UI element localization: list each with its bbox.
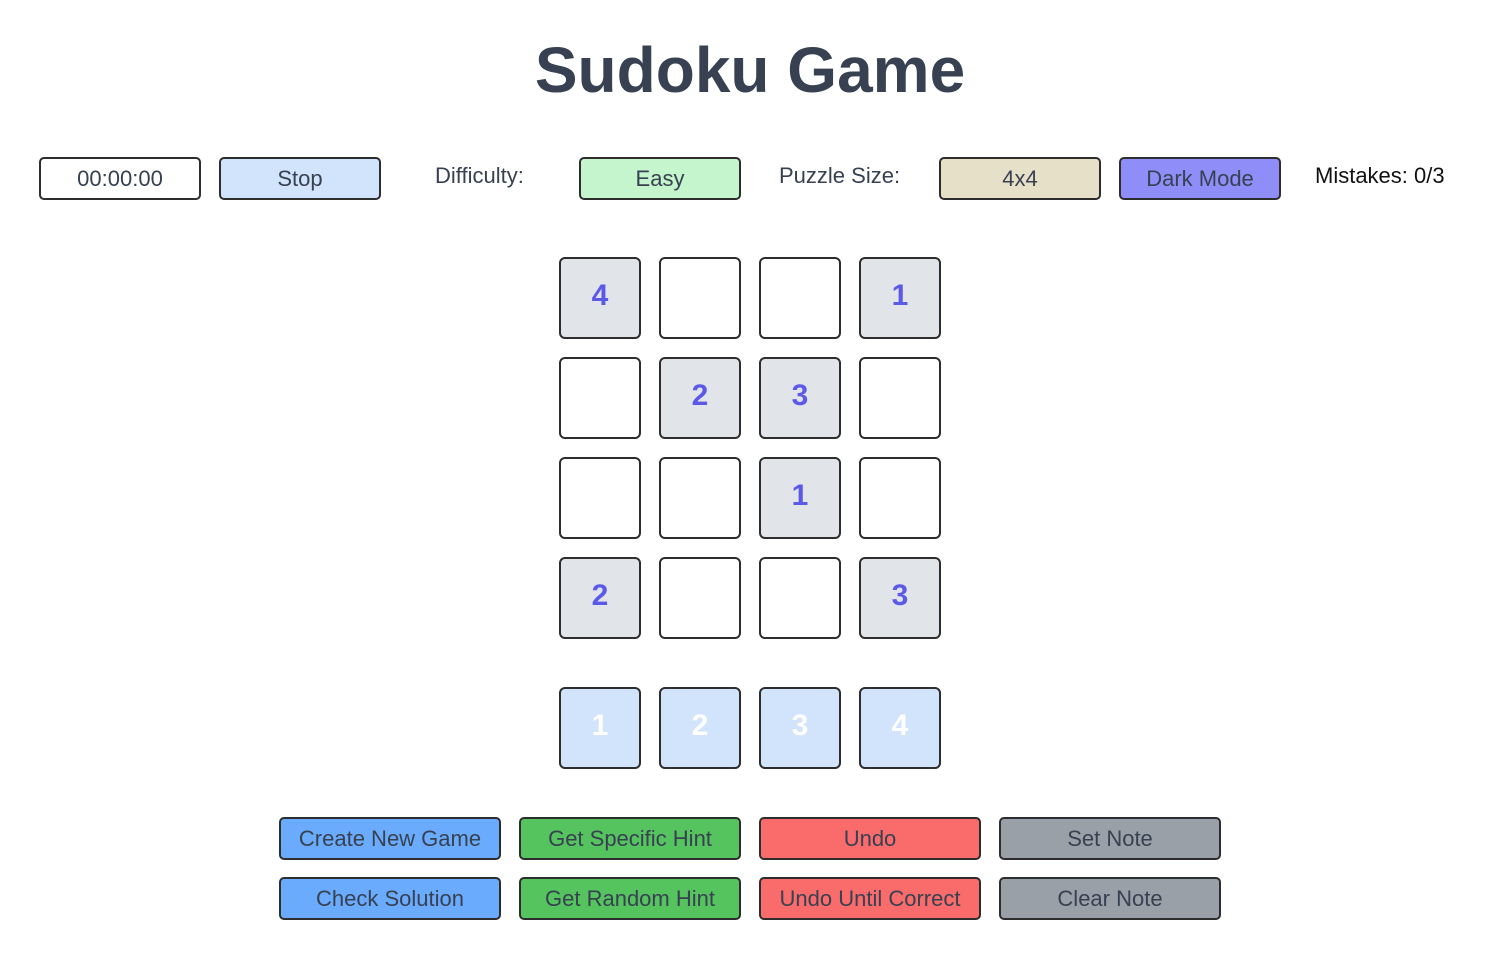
board-cell[interactable]	[659, 557, 741, 639]
mistakes-counter: Mistakes: 0/3	[1315, 163, 1445, 188]
numpad-button-4[interactable]: 4	[859, 687, 941, 769]
difficulty-label: Difficulty:	[435, 163, 524, 188]
numpad-button-3[interactable]: 3	[759, 687, 841, 769]
get-specific-hint-button[interactable]: Get Specific Hint	[519, 817, 741, 860]
board-cell[interactable]: 1	[859, 257, 941, 339]
board-cell[interactable]: 3	[859, 557, 941, 639]
get-random-hint-button[interactable]: Get Random Hint	[519, 877, 741, 920]
board-cell[interactable]	[559, 457, 641, 539]
board-cell[interactable]: 2	[659, 357, 741, 439]
board-cell[interactable]: 2	[559, 557, 641, 639]
difficulty-button[interactable]: Easy	[579, 157, 741, 200]
undo-button[interactable]: Undo	[759, 817, 981, 860]
timer-display: 00:00:00	[39, 157, 201, 200]
numpad-button-1[interactable]: 1	[559, 687, 641, 769]
board-cell[interactable]	[859, 357, 941, 439]
board-cell[interactable]: 1	[759, 457, 841, 539]
page-title: Sudoku Game	[534, 34, 966, 106]
board-cell[interactable]	[659, 457, 741, 539]
clear-note-button[interactable]: Clear Note	[999, 877, 1221, 920]
board-cell[interactable]: 4	[559, 257, 641, 339]
check-solution-button[interactable]: Check Solution	[279, 877, 501, 920]
board-cell[interactable]	[859, 457, 941, 539]
create-new-game-button[interactable]: Create New Game	[279, 817, 501, 860]
board-cell[interactable]: 3	[759, 357, 841, 439]
puzzle-size-button[interactable]: 4x4	[939, 157, 1101, 200]
undo-until-correct-button[interactable]: Undo Until Correct	[759, 877, 981, 920]
puzzle-size-label: Puzzle Size:	[779, 163, 901, 188]
set-note-button[interactable]: Set Note	[999, 817, 1221, 860]
board-cell[interactable]	[659, 257, 741, 339]
board-cell[interactable]	[759, 257, 841, 339]
board-cell[interactable]	[559, 357, 641, 439]
stop-button[interactable]: Stop	[219, 157, 381, 200]
board-cell[interactable]	[759, 557, 841, 639]
dark-mode-button[interactable]: Dark Mode	[1119, 157, 1281, 200]
numpad-button-2[interactable]: 2	[659, 687, 741, 769]
